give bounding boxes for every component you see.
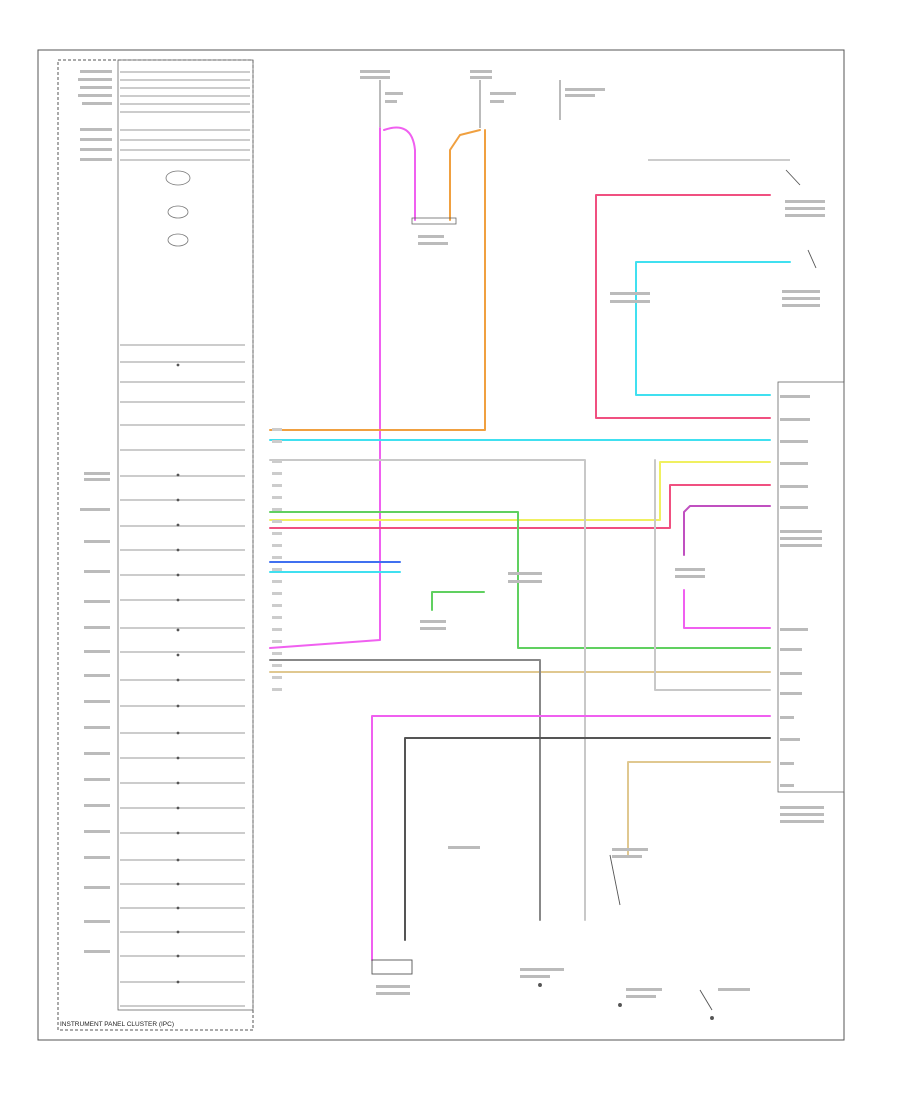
wire-yellow	[269, 461, 771, 521]
right-label-marks	[780, 200, 825, 823]
wire-green-inner	[431, 591, 485, 611]
wire-pink-lower	[371, 715, 771, 961]
diagram-frame	[37, 49, 845, 1041]
wire-pink-top-loop	[383, 126, 416, 221]
wire-orange	[449, 129, 481, 221]
switch-components	[371, 169, 817, 1020]
wire-purple-lower	[683, 589, 771, 629]
ipc-gauges	[165, 170, 191, 247]
wire-gray-2	[269, 659, 541, 921]
left-pin-label-marks	[272, 428, 282, 691]
ipc-inner-box	[117, 59, 254, 1011]
right-connector-box	[777, 381, 845, 793]
top-fuse-labels	[360, 70, 605, 103]
wire-gray-1	[269, 459, 586, 921]
ipc-indicator-diodes	[176, 363, 180, 984]
ground-connector-top	[411, 217, 457, 225]
center-label-marks	[376, 235, 750, 998]
wire-dark-gray	[404, 737, 771, 941]
wire-red-pink-lower	[269, 484, 771, 529]
wire-light-blue-right	[635, 261, 791, 396]
wire-gray-vert-right	[654, 459, 771, 691]
fuse-drops	[379, 80, 561, 128]
wire-tan-lower	[627, 761, 771, 856]
ipc-indicator-rows	[120, 344, 245, 1007]
ipc-outer-box	[57, 59, 254, 1031]
ipc-top-pins	[120, 71, 250, 161]
wire-pink-main	[269, 127, 381, 649]
ipc-footer-title: INSTRUMENT PANEL CLUSTER (IPC)	[60, 1021, 174, 1028]
wire-red-pink	[595, 194, 771, 419]
wire-orange-long	[269, 129, 486, 431]
ipc-label-marks	[78, 70, 112, 953]
wire-purple	[683, 505, 771, 556]
